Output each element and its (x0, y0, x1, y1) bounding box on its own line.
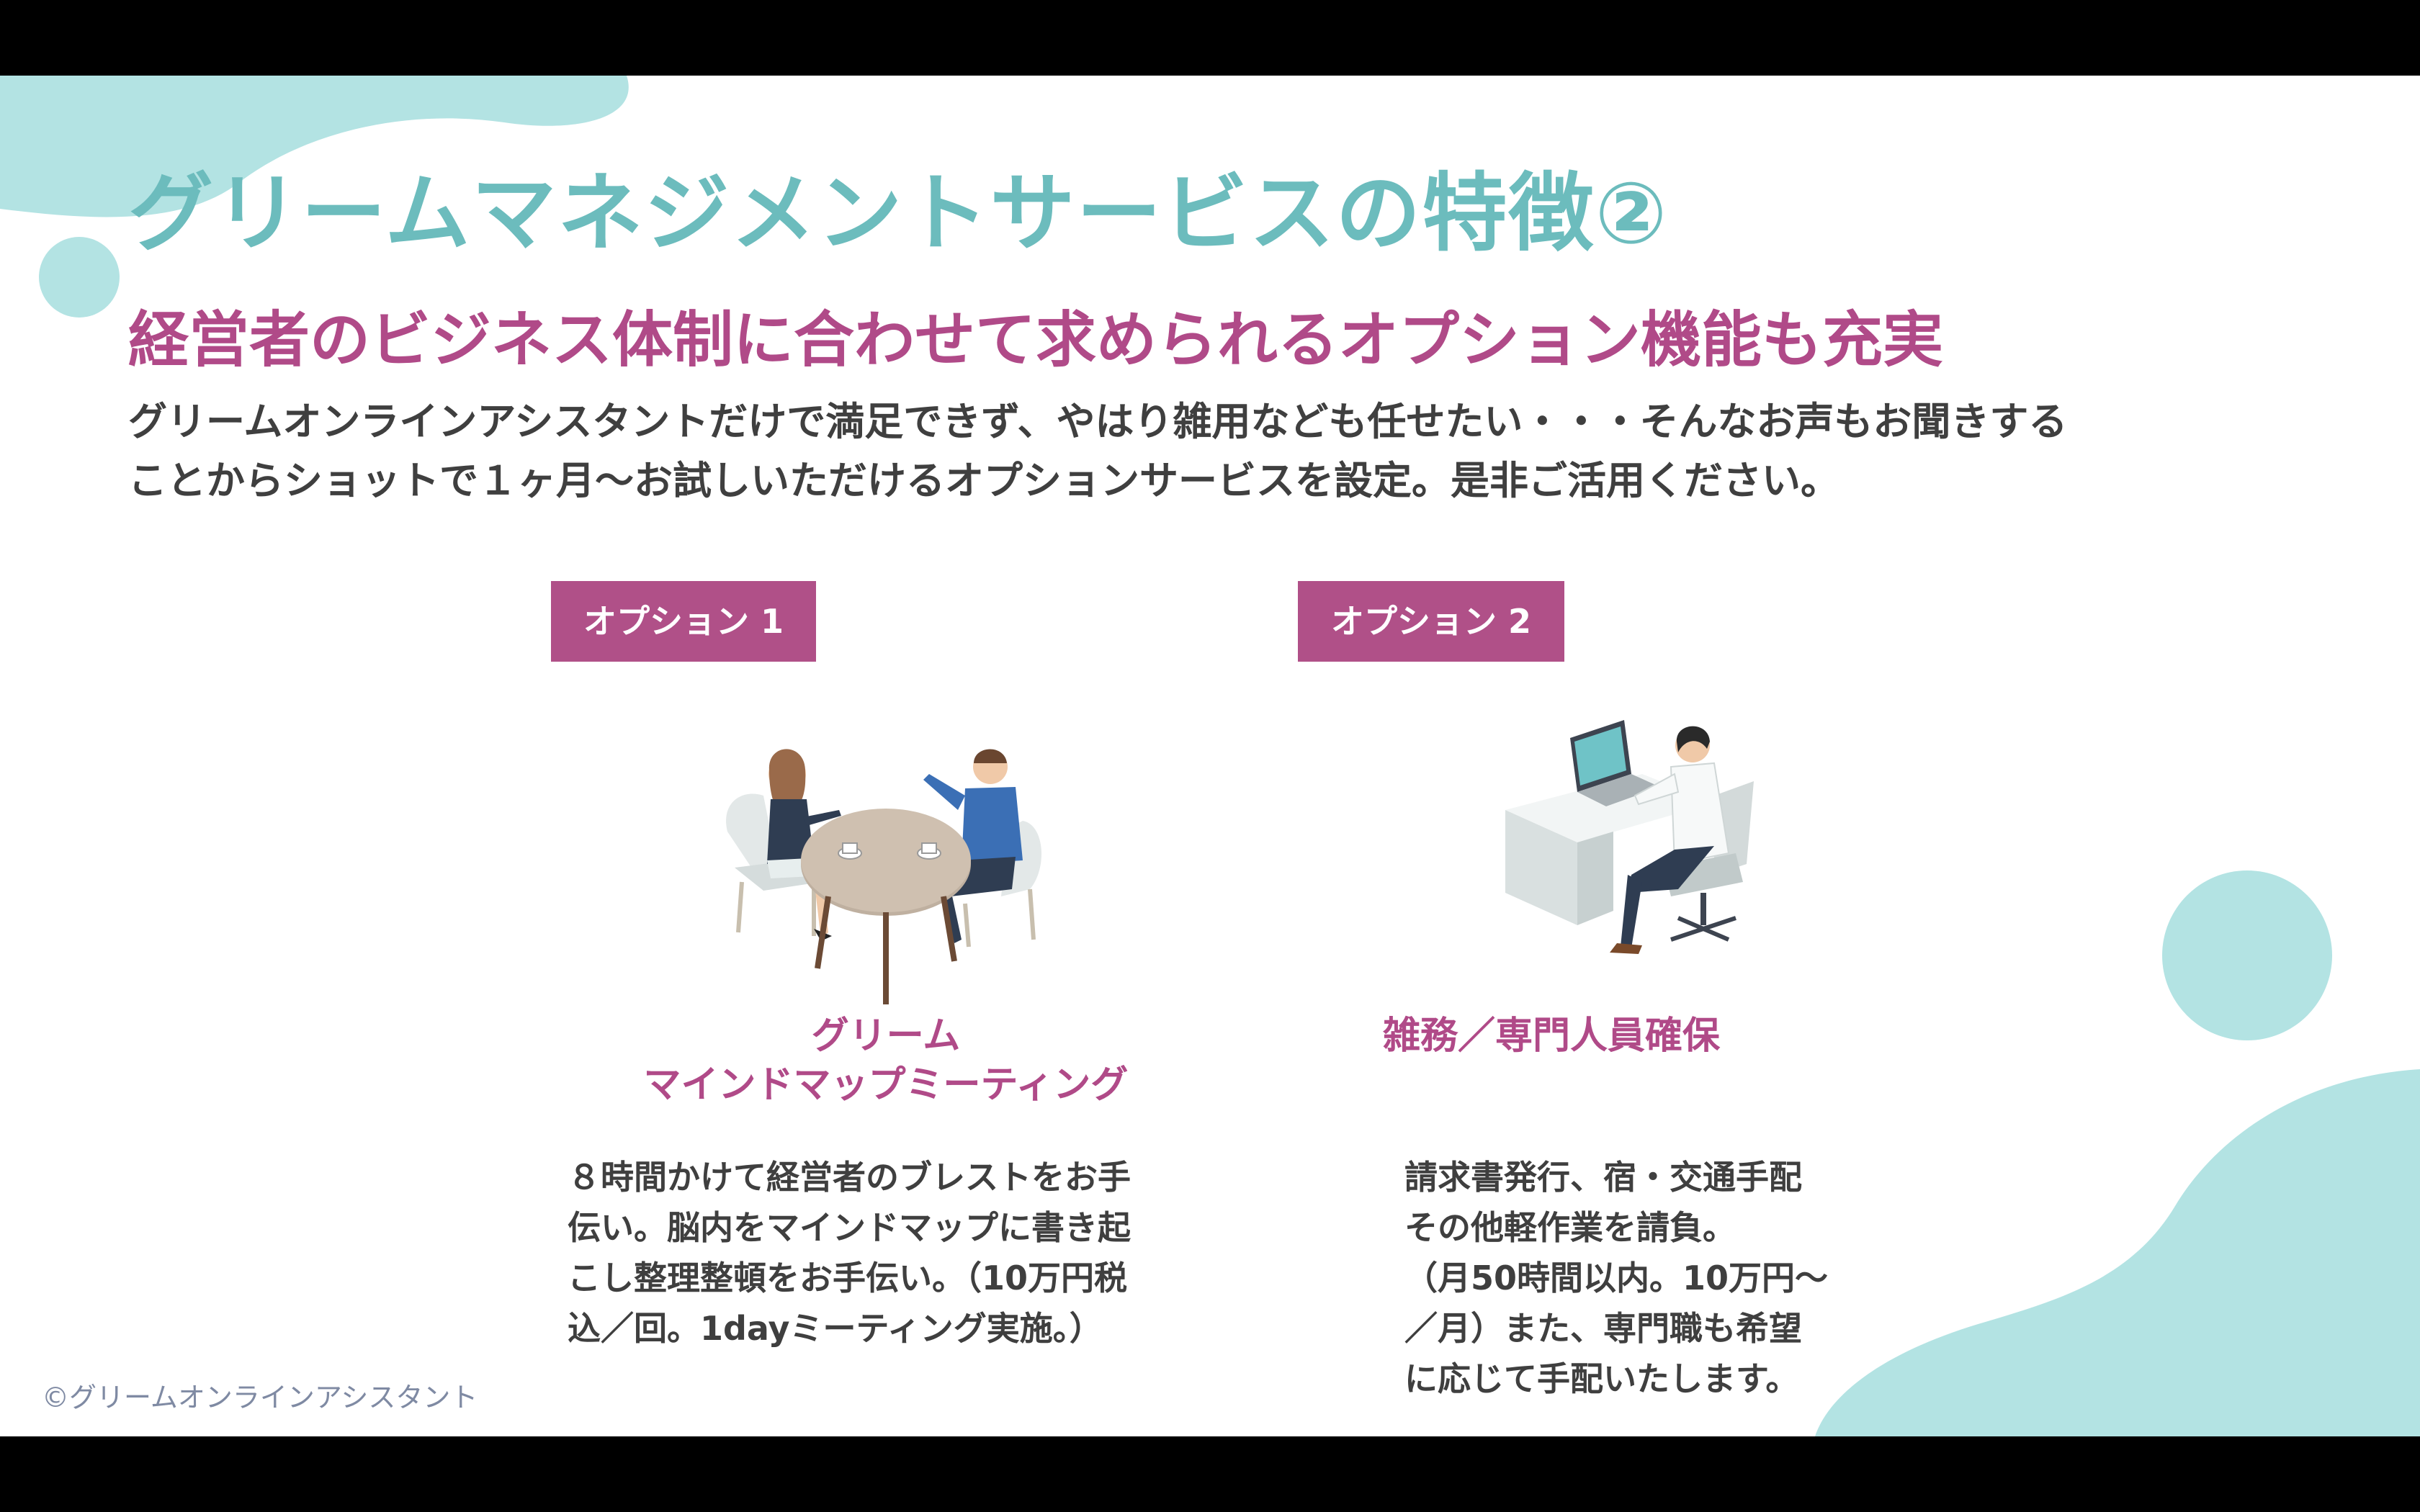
option-2-title: 雑務／専門人員確保 (1383, 1012, 1829, 1061)
circle-right (2162, 870, 2332, 1040)
slide: グリームマネジメントサービスの特徴② 経営者のビジネス体制に合わせて求められるオ… (0, 76, 2420, 1436)
option-2-title-line: 雑務／専門人員確保 (1383, 1014, 1721, 1058)
option-1-desc-line: こし整理整頓をお手伝い。（10万円税 (568, 1259, 1128, 1297)
desk-work-illustration (1505, 720, 1754, 954)
option-2-desc-line: （月50時間以内。10万円〜 (1404, 1259, 1829, 1297)
intro-line: グリームオンラインアシスタントだけで満足できず、やはり雑用なども任せたい・・・そ… (128, 399, 2068, 444)
decorative-blobs (0, 76, 2420, 1436)
intro-text: グリームオンラインアシスタントだけで満足できず、やはり雑用なども任せたい・・・そ… (128, 392, 2067, 510)
top-left-blob (0, 76, 629, 217)
slide-subtitle: 経営者のビジネス体制に合わせて求められるオプション機能も充実 (128, 305, 1944, 375)
option-2-desc-line: に応じて手配いたします。 (1404, 1359, 1799, 1398)
bottom-right-blob (1815, 1069, 2420, 1436)
small-circle-left (39, 237, 120, 318)
option-2-desc-line: その他軽作業を請負。 (1404, 1208, 1736, 1247)
slide-title: グリームマネジメントサービスの特徴② (128, 163, 1669, 263)
option-2-desc-line: ／月）また、専門職も希望 (1404, 1309, 1802, 1348)
option-1-badge: オプション 1 (551, 581, 816, 662)
copyright-text: ©グリームオンラインアシスタント (42, 1382, 478, 1413)
option-1-title: グリーム マインドマップミーティング (587, 1012, 1185, 1110)
intro-line: ことからショットで１ヶ月〜お試しいただけるオプションサービスを設定。是非ご活用く… (128, 458, 1839, 503)
option-1-desc-line: 込／回。1dayミーティング実施。） (568, 1309, 1103, 1348)
option-1-desc-line: 伝い。脳内をマインドマップに書き起 (568, 1208, 1131, 1247)
option-1-desc-line: ８時間かけて経営者のブレストをお手 (568, 1158, 1131, 1197)
option-2-description: 請求書発行、宿・交通手配 その他軽作業を請負。 （月50時間以内。10万円〜 ／… (1404, 1152, 1828, 1404)
option-1-title-line: グリーム (811, 1014, 961, 1058)
meeting-illustration (726, 749, 1042, 1004)
option-2-badge: オプション 2 (1298, 581, 1564, 662)
option-1-title-line: マインドマップミーティング (643, 1063, 1129, 1107)
option-1-description: ８時間かけて経営者のブレストをお手 伝い。脳内をマインドマップに書き起 こし整理… (568, 1152, 1131, 1354)
option-2-desc-line: 請求書発行、宿・交通手配 (1404, 1158, 1802, 1197)
